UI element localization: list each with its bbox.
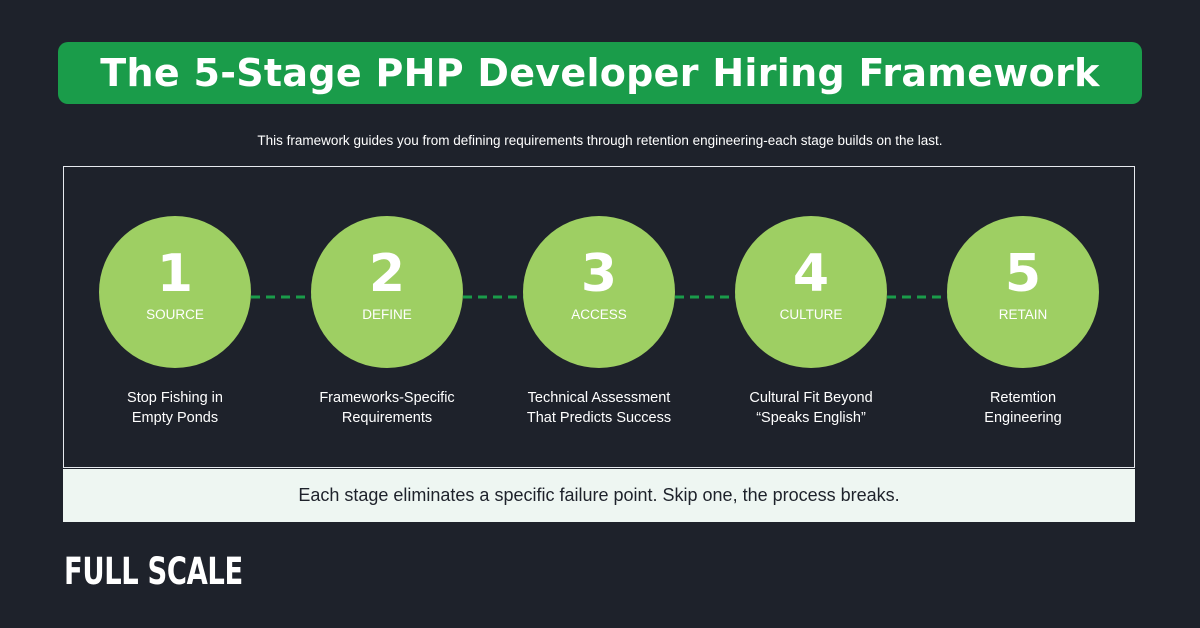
stage-2-description: Frameworks-Specific Requirements — [292, 388, 482, 428]
footer-note: Each stage eliminates a specific failure… — [298, 485, 900, 505]
stage-5-circle: 5 RETAIN — [947, 216, 1099, 368]
stage-5-desc-line2: Engineering — [984, 410, 1062, 426]
page-title: The 5-Stage PHP Developer Hiring Framewo… — [100, 51, 1100, 95]
stage-2-desc-line2: Requirements — [341, 410, 433, 426]
stage-1-label: SOURCE — [146, 307, 204, 322]
stage-5-desc-line1: Retemtion — [989, 390, 1057, 406]
stage-5-description: Retemtion Engineering — [928, 388, 1118, 428]
stage-3-label: ACCESS — [571, 307, 627, 322]
stage-2-desc-line1: Frameworks-Specific — [319, 390, 455, 406]
stage-3-number: 3 — [580, 244, 618, 304]
stage-1-circle: 1 SOURCE — [99, 216, 251, 368]
stage-2-circle: 2 DEFINE — [311, 216, 463, 368]
stage-4-circle: 4 CULTURE — [735, 216, 887, 368]
stage-2-label: DEFINE — [362, 307, 412, 322]
stage-1-number: 1 — [156, 244, 194, 304]
stage-1-description: Stop Fishing in Empty Ponds — [80, 388, 270, 428]
stage-4-desc-line1: Cultural Fit Beyond — [749, 390, 873, 406]
stage-2-number: 2 — [368, 244, 406, 304]
stage-5-label: RETAIN — [998, 307, 1048, 322]
footer-band: Each stage eliminates a specific failure… — [63, 469, 1135, 522]
stage-3-desc-line2: That Predicts Success — [526, 410, 672, 426]
stage-5-number: 5 — [1004, 244, 1042, 304]
stage-1-desc-line2: Empty Ponds — [131, 410, 219, 426]
full-scale-logo: FULL SCALE — [64, 550, 243, 593]
stage-4-desc-line2: “Speaks English” — [756, 410, 866, 426]
stages-panel — [63, 166, 1135, 468]
title-banner: The 5-Stage PHP Developer Hiring Framewo… — [58, 42, 1142, 104]
stage-1-desc-line1: Stop Fishing in — [127, 390, 223, 406]
subtitle: This framework guides you from defining … — [257, 133, 943, 148]
stage-3-desc-line1: Technical Assessment — [527, 390, 671, 406]
stage-3-description: Technical Assessment That Predicts Succe… — [504, 388, 694, 428]
stage-4-number: 4 — [792, 244, 830, 304]
stage-4-label: CULTURE — [779, 307, 843, 322]
stage-3-circle: 3 ACCESS — [523, 216, 675, 368]
stage-4-description: Cultural Fit Beyond “Speaks English” — [716, 388, 906, 428]
